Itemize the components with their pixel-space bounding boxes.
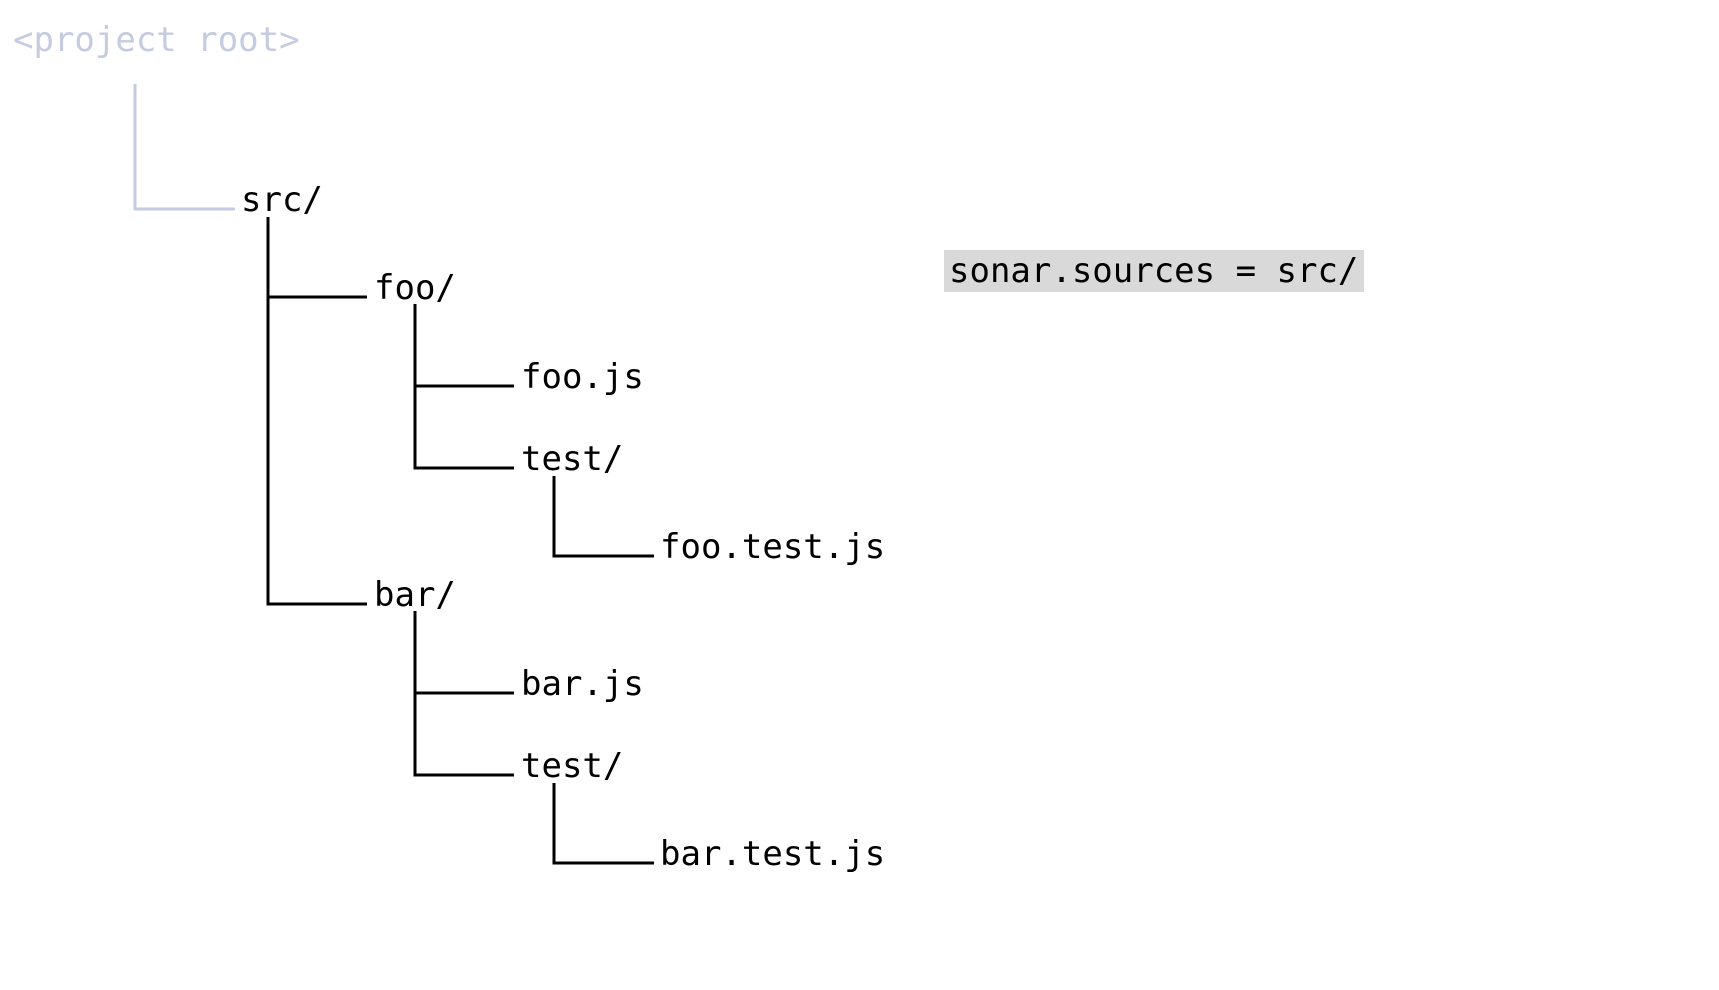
foo-folder-label: foo/ <box>374 268 456 308</box>
connector-foo-test <box>413 386 514 470</box>
bar-js-file-label: bar.js <box>521 664 644 704</box>
connector-foo-foojs <box>413 304 514 388</box>
sonar-sources-setting: sonar.sources = src/ <box>944 250 1365 292</box>
connector-src-bar <box>266 297 367 606</box>
connector-src-foo <box>266 217 367 299</box>
connector-bar-barjs <box>413 611 514 695</box>
project-root-label: <project root> <box>13 20 300 60</box>
bar-test-js-file-label: bar.test.js <box>660 834 886 874</box>
bar-folder-label: bar/ <box>374 575 456 615</box>
connector-bartest-bartestjs <box>552 783 654 865</box>
bar-test-folder-label: test/ <box>521 746 624 786</box>
foo-js-file-label: foo.js <box>521 357 644 397</box>
connector-bar-test <box>413 693 514 777</box>
connector-root-src <box>133 84 235 211</box>
foo-test-folder-label: test/ <box>521 439 624 479</box>
src-folder-label: src/ <box>241 180 323 220</box>
foo-test-js-file-label: foo.test.js <box>660 527 886 567</box>
connector-footest-footestjs <box>552 476 654 558</box>
